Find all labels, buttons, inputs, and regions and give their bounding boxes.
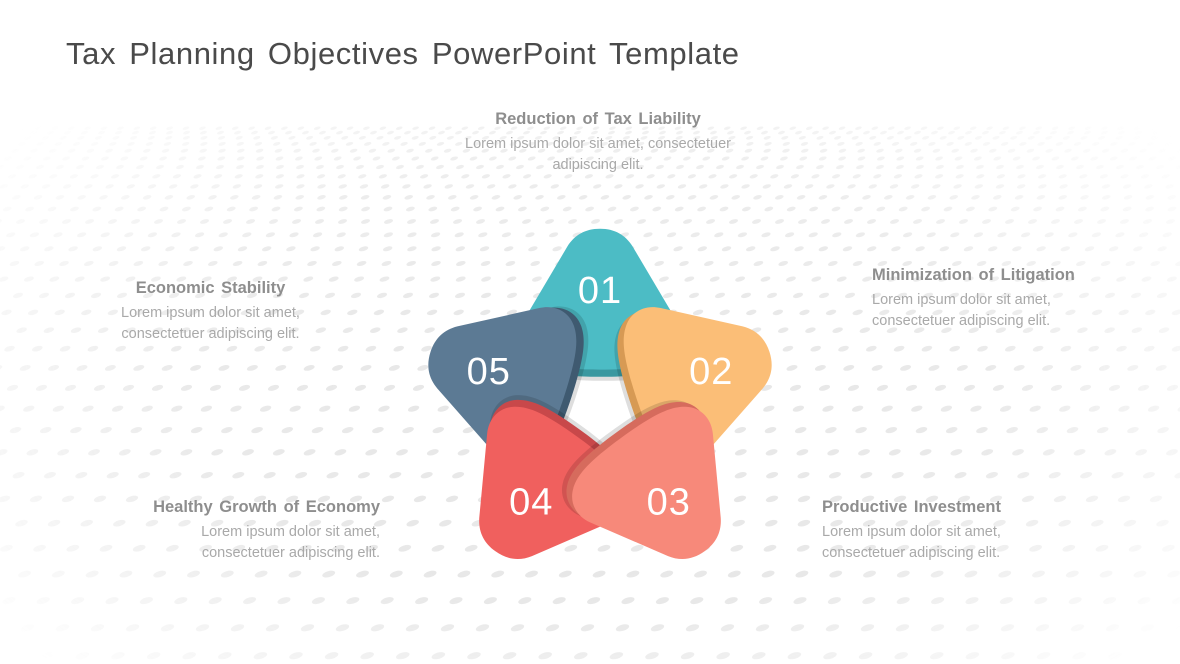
radial-petal-diagram: 01 05 02 04 03 bbox=[370, 215, 830, 599]
label-healthy-growth-of-economy: Healthy Growth of Economy Lorem ipsum do… bbox=[120, 496, 380, 564]
petal-number-01: 01 bbox=[578, 270, 622, 312]
label-body: Lorem ipsum dolor sit amet, consectetuer… bbox=[121, 304, 300, 342]
label-economic-stability: Economic Stability Lorem ipsum dolor sit… bbox=[78, 277, 343, 345]
petal-number-04: 04 bbox=[509, 482, 553, 524]
petal-number-03: 03 bbox=[647, 482, 691, 524]
label-productive-investment: Productive Investment Lorem ipsum dolor … bbox=[822, 496, 1082, 564]
label-title: Minimization of Litigation bbox=[872, 266, 1075, 284]
label-body: Lorem ipsum dolor sit amet, consectetuer… bbox=[872, 291, 1051, 329]
page-title: Tax Planning Objectives PowerPoint Templ… bbox=[66, 36, 740, 71]
label-body: Lorem ipsum dolor sit amet, consectetuer… bbox=[201, 523, 380, 561]
petal-number-05: 05 bbox=[467, 351, 511, 393]
label-title: Economic Stability bbox=[135, 279, 286, 297]
label-minimization-of-litigation: Minimization of Litigation Lorem ipsum d… bbox=[872, 264, 1127, 332]
label-title: Productive Investment bbox=[822, 498, 1001, 516]
label-reduction-of-tax-liability: Reduction of Tax Liability Lorem ipsum d… bbox=[433, 108, 763, 176]
label-title: Reduction of Tax Liability bbox=[495, 110, 701, 128]
label-body: Lorem ipsum dolor sit amet, consectetuer… bbox=[822, 523, 1001, 561]
label-title: Healthy Growth of Economy bbox=[153, 498, 380, 516]
label-body: Lorem ipsum dolor sit amet, consectetuer… bbox=[465, 135, 731, 173]
petal-number-02: 02 bbox=[689, 351, 733, 393]
